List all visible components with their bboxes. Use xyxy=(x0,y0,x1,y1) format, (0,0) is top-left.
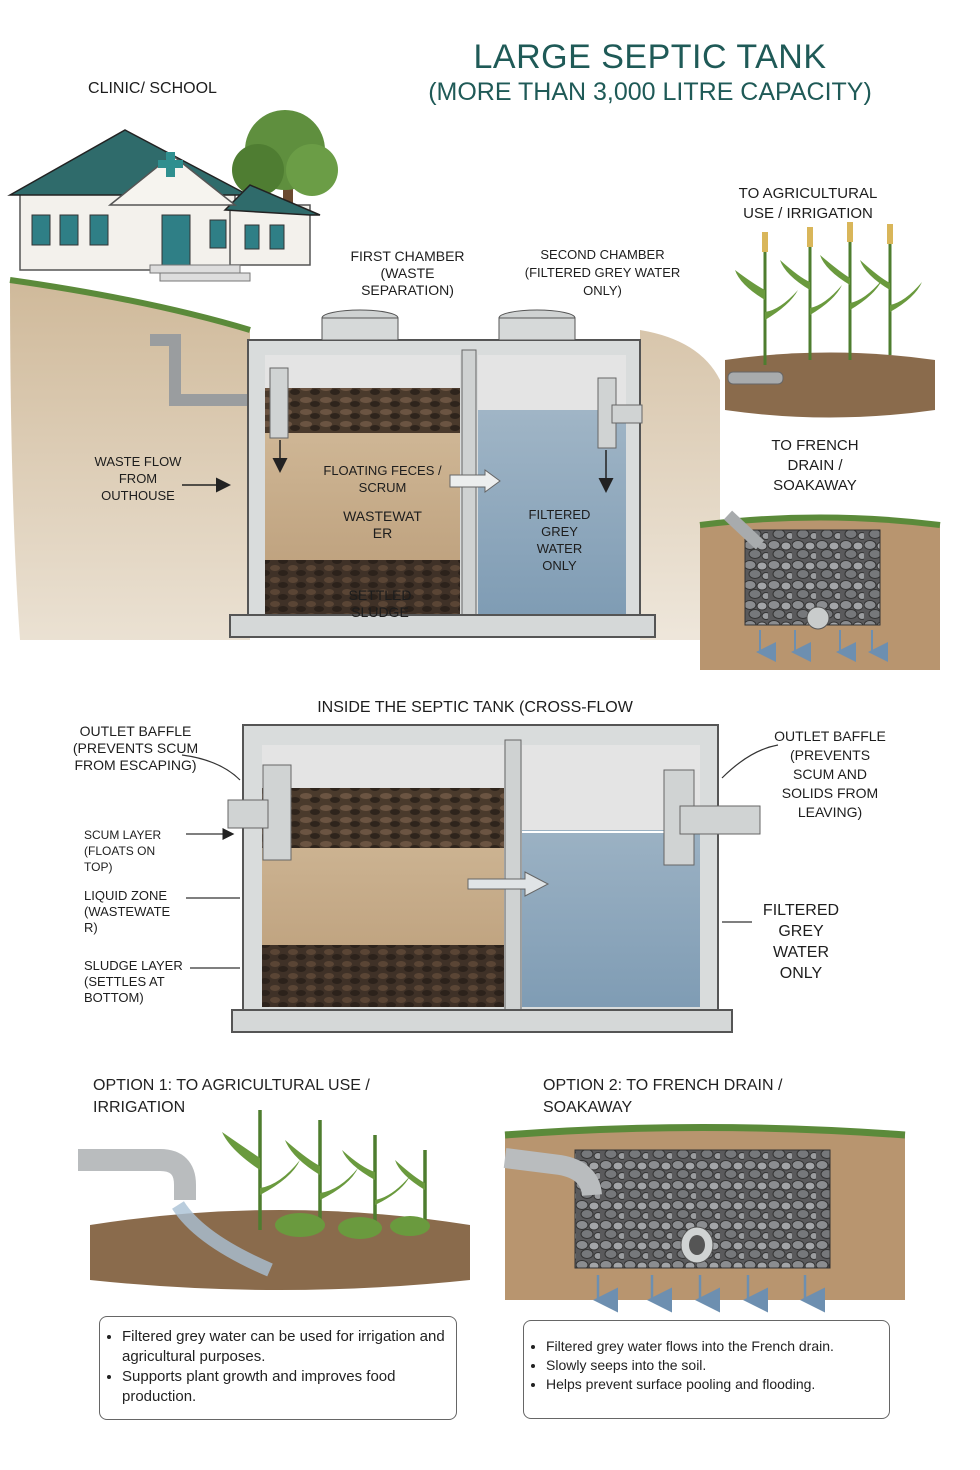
to-agricultural-label: TO AGRICULTURAL USE / IRRIGATION xyxy=(738,185,878,222)
floating-feces-label: FLOATING FECES / SCRUM xyxy=(323,463,442,495)
first-chamber-label: FIRST CHAMBER (WASTE SEPARATION) xyxy=(350,248,465,298)
cross-section-heading: INSIDE THE SEPTIC TANK (CROSS-FLOW DESIG… xyxy=(317,699,633,716)
option1-bullet: Filtered grey water can be used for irri… xyxy=(122,1327,456,1367)
liquid-zone-label: LIQUID ZONE (WASTEWATE R) xyxy=(84,888,171,935)
option1-bullet: Supports plant growth and improves food … xyxy=(122,1367,456,1407)
scum-layer-label: SCUM LAYER (FLOATS ON TOP) xyxy=(84,828,162,874)
waste-flow-label: WASTE FLOW FROM OUTHOUSE xyxy=(94,454,182,503)
option2-info-box: Filtered grey water flows into the Frenc… xyxy=(523,1320,890,1419)
option1-info-box: Filtered grey water can be used for irri… xyxy=(99,1316,457,1420)
second-chamber-label: SECOND CHAMBER (FILTERED GREY WATER ONLY… xyxy=(524,247,681,298)
cross-section-tank xyxy=(227,724,761,1033)
option1-bullet-list: Filtered grey water can be used for irri… xyxy=(100,1317,456,1407)
option1-title: OPTION 1: TO AGRICULTURAL USE / IRRIGATI… xyxy=(93,1077,370,1116)
page-title: LARGE SEPTIC TANK xyxy=(473,38,827,76)
option2-bullet-list: Filtered grey water flows into the Frenc… xyxy=(524,1321,889,1394)
building-label: CLINIC/ SCHOOL xyxy=(88,80,217,97)
option2-bullet: Filtered grey water flows into the Frenc… xyxy=(546,1337,889,1356)
outlet-baffle-right-label: OUTLET BAFFLE (PREVENTS SCUM AND SOLIDS … xyxy=(774,728,886,820)
irrigation-illustration xyxy=(78,1110,470,1290)
option2-bullet: Helps prevent surface pooling and floodi… xyxy=(546,1375,889,1394)
soakaway-illustration xyxy=(503,1124,906,1313)
page-subtitle: (MORE THAN 3,000 LITRE CAPACITY) xyxy=(428,78,872,106)
cross-filtered-grey-label: FILTERED GREY WATER ONLY xyxy=(762,902,840,982)
top-french-drain-illustration xyxy=(699,510,941,670)
cross-section-pointers xyxy=(181,744,779,969)
inlet-pipe xyxy=(150,334,255,406)
settled-sludge-label: SETTLED SLUDGE xyxy=(348,587,412,620)
to-french-drain-label: TO FRENCH DRAIN / SOAKAWAY xyxy=(771,437,859,494)
clinic-building xyxy=(7,129,321,282)
wastewater-label: WASTEWAT ER xyxy=(343,508,422,541)
top-crops-illustration xyxy=(725,222,935,418)
top-filtered-grey-label: FILTERED GREY WATER ONLY xyxy=(528,507,591,573)
outlet-baffle-left-label: OUTLET BAFFLE (PREVENTS SCUM FROM ESCAPI… xyxy=(72,723,199,773)
option2-title: OPTION 2: TO FRENCH DRAIN / SOAKAWAY xyxy=(543,1077,783,1116)
option2-bullet: Slowly seeps into the soil. xyxy=(546,1356,889,1375)
sludge-layer-label: SLUDGE LAYER (SETTLES AT BOTTOM) xyxy=(84,958,183,1005)
top-septic-tank xyxy=(229,309,656,638)
